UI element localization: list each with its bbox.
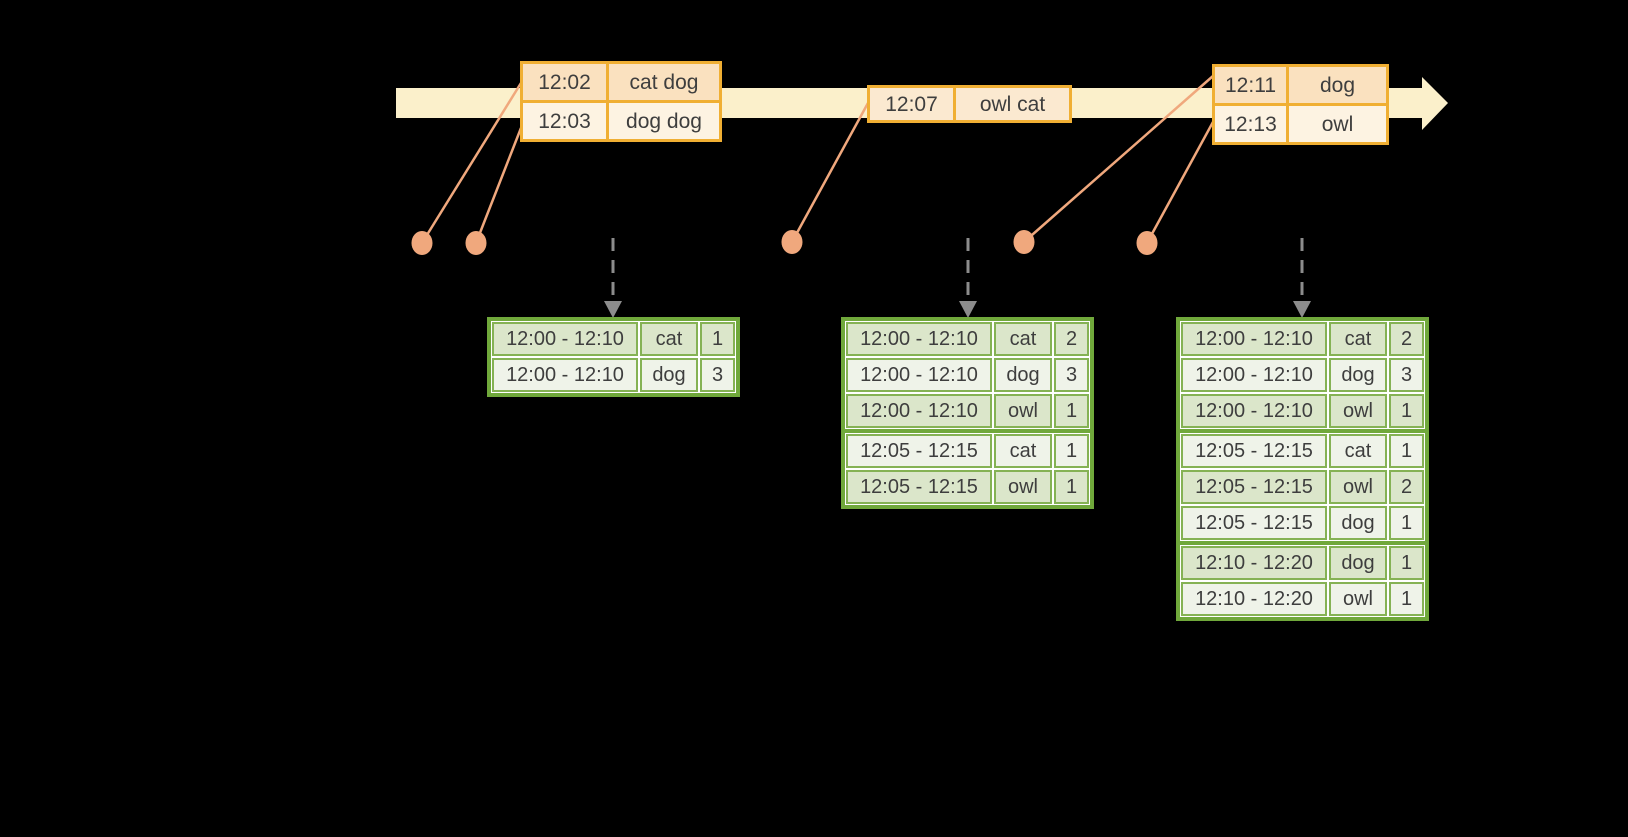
window-cell: 12:00 - 12:10 bbox=[1181, 394, 1327, 428]
result-table: 12:00 - 12:10 cat 2 12:00 - 12:10 dog 3 … bbox=[1176, 317, 1429, 621]
word-cell: owl bbox=[1329, 394, 1387, 428]
window-cell: 12:00 - 12:10 bbox=[492, 322, 638, 356]
event-table: 12:07 owl cat bbox=[867, 85, 1072, 123]
event-time-cell: 12:13 bbox=[1215, 106, 1286, 142]
word-cell: dog bbox=[640, 358, 698, 392]
result-row: 12:05 - 12:15 owl 1 bbox=[845, 469, 1090, 505]
result-row: 12:00 - 12:10 dog 3 bbox=[845, 357, 1090, 393]
word-cell: owl bbox=[1329, 582, 1387, 616]
window-cell: 12:00 - 12:10 bbox=[846, 358, 992, 392]
event-dot bbox=[781, 230, 803, 254]
window-cell: 12:05 - 12:15 bbox=[846, 470, 992, 504]
result-row: 12:05 - 12:15 dog 1 bbox=[1180, 505, 1425, 541]
result-row: 12:00 - 12:10 dog 3 bbox=[491, 357, 736, 393]
event-leader-line bbox=[420, 82, 523, 244]
word-cell: dog bbox=[1329, 358, 1387, 392]
result-row: 12:00 - 12:10 cat 2 bbox=[845, 321, 1090, 357]
result-row: 12:00 - 12:10 owl 1 bbox=[1180, 393, 1425, 429]
count-cell: 1 bbox=[1389, 546, 1424, 580]
event-row: 12:13 owl bbox=[1215, 106, 1386, 142]
count-cell: 1 bbox=[1389, 394, 1424, 428]
count-cell: 3 bbox=[1054, 358, 1089, 392]
result-row: 12:00 - 12:10 cat 2 bbox=[1180, 321, 1425, 357]
word-cell: dog bbox=[1329, 506, 1387, 540]
window-group-divider bbox=[1180, 429, 1425, 433]
window-cell: 12:05 - 12:15 bbox=[1181, 470, 1327, 504]
event-time-cell: 12:07 bbox=[870, 88, 953, 120]
event-dot bbox=[1013, 230, 1035, 254]
event-table: 12:02 cat dog 12:03 dog dog bbox=[520, 61, 722, 142]
result-row: 12:00 - 12:10 owl 1 bbox=[845, 393, 1090, 429]
result-row: 12:05 - 12:15 owl 2 bbox=[1180, 469, 1425, 505]
event-words-cell: cat dog bbox=[609, 64, 719, 100]
window-cell: 12:00 - 12:10 bbox=[1181, 322, 1327, 356]
word-cell: cat bbox=[640, 322, 698, 356]
result-row: 12:00 - 12:10 cat 1 bbox=[491, 321, 736, 357]
result-row: 12:05 - 12:15 cat 1 bbox=[1180, 433, 1425, 469]
event-time-cell: 12:02 bbox=[523, 64, 606, 100]
window-cell: 12:10 - 12:20 bbox=[1181, 546, 1327, 580]
word-cell: dog bbox=[1329, 546, 1387, 580]
word-cell: cat bbox=[994, 322, 1052, 356]
count-cell: 2 bbox=[1389, 470, 1424, 504]
event-leader-line bbox=[1145, 121, 1215, 244]
word-cell: cat bbox=[1329, 322, 1387, 356]
window-cell: 12:00 - 12:10 bbox=[846, 322, 992, 356]
event-leader-line bbox=[790, 102, 870, 243]
count-cell: 3 bbox=[1389, 358, 1424, 392]
window-group-divider bbox=[845, 429, 1090, 433]
event-words-cell: dog bbox=[1289, 67, 1386, 103]
result-row: 12:10 - 12:20 owl 1 bbox=[1180, 581, 1425, 617]
result-row: 12:10 - 12:20 dog 1 bbox=[1180, 545, 1425, 581]
event-row: 12:03 dog dog bbox=[523, 103, 719, 139]
event-table: 12:11 dog 12:13 owl bbox=[1212, 64, 1389, 145]
window-cell: 12:00 - 12:10 bbox=[846, 394, 992, 428]
window-cell: 12:05 - 12:15 bbox=[1181, 434, 1327, 468]
word-cell: dog bbox=[994, 358, 1052, 392]
result-row: 12:00 - 12:10 dog 3 bbox=[1180, 357, 1425, 393]
event-words-cell: owl bbox=[1289, 106, 1386, 142]
event-leader-line bbox=[1023, 75, 1214, 243]
word-cell: cat bbox=[1329, 434, 1387, 468]
count-cell: 3 bbox=[700, 358, 735, 392]
event-leader-line bbox=[474, 127, 523, 244]
event-dot bbox=[411, 231, 433, 255]
count-cell: 1 bbox=[1054, 434, 1089, 468]
event-words-cell: owl cat bbox=[956, 88, 1069, 120]
trigger-arrowhead-icon bbox=[959, 301, 977, 318]
window-cell: 12:05 - 12:15 bbox=[846, 434, 992, 468]
count-cell: 1 bbox=[1389, 506, 1424, 540]
word-cell: owl bbox=[994, 470, 1052, 504]
event-row: 12:07 owl cat bbox=[870, 88, 1069, 120]
window-cell: 12:10 - 12:20 bbox=[1181, 582, 1327, 616]
event-words-cell: dog dog bbox=[609, 103, 719, 139]
trigger-arrowhead-icon bbox=[604, 301, 622, 318]
event-dot bbox=[465, 231, 487, 255]
count-cell: 1 bbox=[1389, 434, 1424, 468]
count-cell: 1 bbox=[1054, 394, 1089, 428]
window-cell: 12:00 - 12:10 bbox=[492, 358, 638, 392]
word-cell: owl bbox=[994, 394, 1052, 428]
count-cell: 2 bbox=[1054, 322, 1089, 356]
event-row: 12:02 cat dog bbox=[523, 64, 719, 100]
word-cell: owl bbox=[1329, 470, 1387, 504]
result-table: 12:00 - 12:10 cat 1 12:00 - 12:10 dog 3 bbox=[487, 317, 740, 397]
count-cell: 1 bbox=[1054, 470, 1089, 504]
event-time-cell: 12:11 bbox=[1215, 67, 1286, 103]
event-row: 12:11 dog bbox=[1215, 67, 1386, 103]
result-row: 12:05 - 12:15 cat 1 bbox=[845, 433, 1090, 469]
window-cell: 12:00 - 12:10 bbox=[1181, 358, 1327, 392]
count-cell: 1 bbox=[1389, 582, 1424, 616]
timeline-arrowhead-icon bbox=[1422, 77, 1448, 130]
event-time-cell: 12:03 bbox=[523, 103, 606, 139]
event-dot bbox=[1136, 231, 1158, 255]
trigger-arrowhead-icon bbox=[1293, 301, 1311, 318]
window-cell: 12:05 - 12:15 bbox=[1181, 506, 1327, 540]
count-cell: 2 bbox=[1389, 322, 1424, 356]
count-cell: 1 bbox=[700, 322, 735, 356]
word-cell: cat bbox=[994, 434, 1052, 468]
window-group-divider bbox=[1180, 541, 1425, 545]
result-table: 12:00 - 12:10 cat 2 12:00 - 12:10 dog 3 … bbox=[841, 317, 1094, 509]
